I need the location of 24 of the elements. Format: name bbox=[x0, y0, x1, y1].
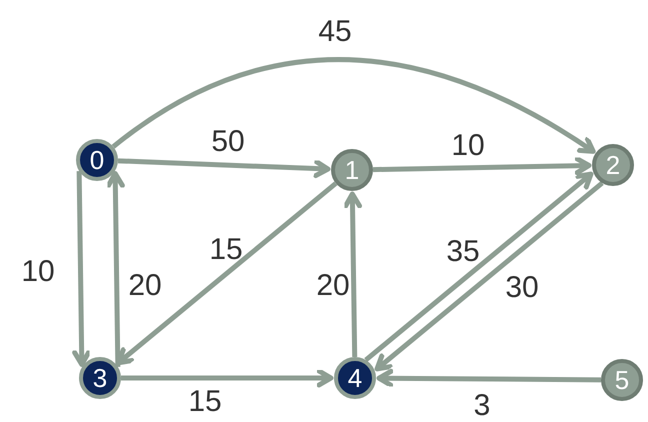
edge-label: 20 bbox=[316, 271, 350, 301]
arrow bbox=[372, 156, 592, 176]
graph-node: 2 bbox=[592, 144, 634, 186]
edge-label: 50 bbox=[211, 127, 245, 157]
arrow bbox=[112, 57, 596, 154]
graph-node: 1 bbox=[331, 149, 373, 191]
arrow bbox=[72, 171, 92, 367]
edge-label: 45 bbox=[318, 17, 352, 47]
edge-label: 35 bbox=[446, 237, 480, 267]
graph-node: 5 bbox=[601, 359, 643, 401]
graph-node: 4 bbox=[334, 357, 376, 399]
arrow bbox=[118, 158, 331, 178]
arrow bbox=[376, 368, 602, 388]
edge-label: 30 bbox=[505, 273, 539, 303]
edge-label: 20 bbox=[128, 271, 162, 301]
edge-label: 10 bbox=[21, 257, 55, 287]
edge-label: 15 bbox=[188, 387, 222, 417]
arrow bbox=[106, 171, 125, 367]
edge-label: 15 bbox=[209, 235, 243, 265]
graph-node: 0 bbox=[76, 139, 118, 181]
edge-label: 3 bbox=[474, 391, 490, 421]
graph-node: 3 bbox=[79, 357, 121, 399]
arrow bbox=[343, 192, 362, 358]
edge-label: 10 bbox=[451, 131, 485, 161]
